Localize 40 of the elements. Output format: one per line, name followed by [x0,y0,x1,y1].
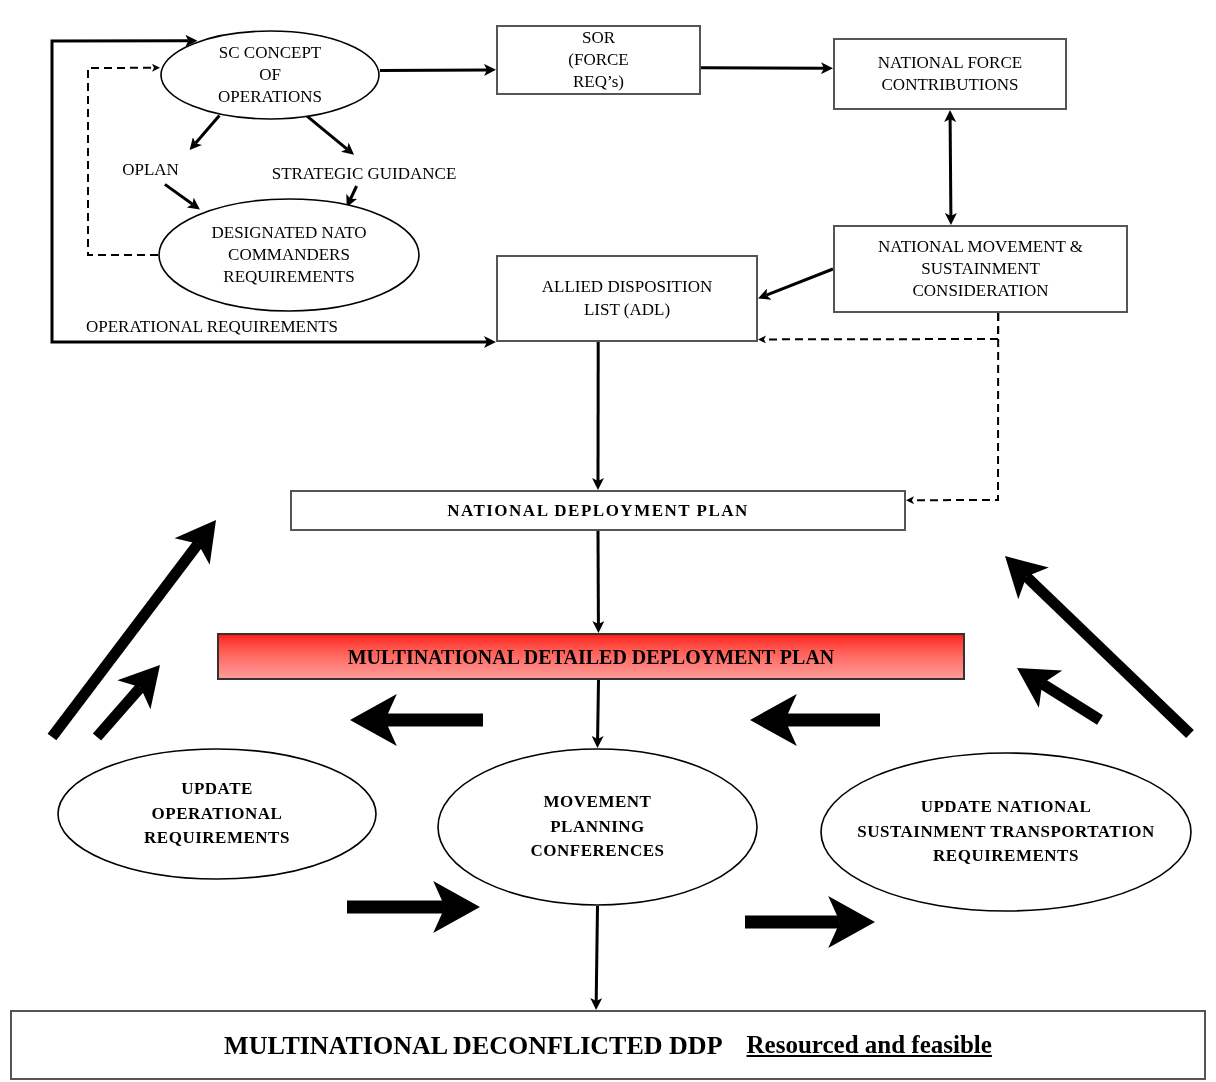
process-ellipse [57,748,377,880]
arrow [591,679,604,748]
node-label: NATIONAL DEPLOYMENT PLAN [447,499,749,522]
process-box [290,490,906,531]
arrow [906,312,1000,505]
text-label: STRATEGIC GUIDANCE [271,163,457,185]
process-ellipse [160,30,380,120]
arrow [758,267,834,300]
arrow [592,342,604,490]
node-label: DESIGNATED NATO COMMANDERS REQUIREMENTS [210,221,368,289]
process-box [833,225,1128,313]
arrow [87,63,160,256]
process-box [496,25,701,95]
process-ellipse [820,752,1192,912]
arrow [189,114,221,151]
note-text: Resourced and feasible [746,1030,992,1061]
highlight-box [217,633,965,680]
arrow [50,34,496,348]
arrow [164,183,200,210]
node-label: NATIONAL MOVEMENT & SUSTAINMENT CONSIDERATION [877,235,1084,303]
node-label: UPDATE NATIONAL SUSTAINMENT TRANSPORTATION REQUIREMENTS [856,796,1156,868]
process-ellipse [158,198,420,312]
node-label: MULTINATIONAL DECONFLICTED DDP [224,1029,723,1062]
process-ellipse [437,748,758,906]
node-label: SC CONCEPT OF OPERATIONS [217,41,323,109]
node-label: SOR (FORCE REQ’s) [567,26,630,94]
arrow [380,63,496,76]
node-label: NATIONAL FORCE CONTRIBUTIONS [876,51,1024,96]
node-label: ALLIED DISPOSITION LIST (ADL) [540,276,714,321]
arrow [701,62,833,75]
node-label: MOVEMENT PLANNING CONFERENCES [530,791,665,863]
arrow [592,531,605,633]
result-box [10,1010,1206,1080]
node-label: MULTINATIONAL DETAILED DEPLOYMENT PLAN [347,644,835,670]
text-label: OPLAN [122,159,179,181]
arrow [944,110,957,225]
process-box [833,38,1067,110]
arrow [590,905,603,1010]
process-box [496,255,758,342]
node-label: UPDATE OPERATIONAL REQUIREMENTS [143,778,291,850]
